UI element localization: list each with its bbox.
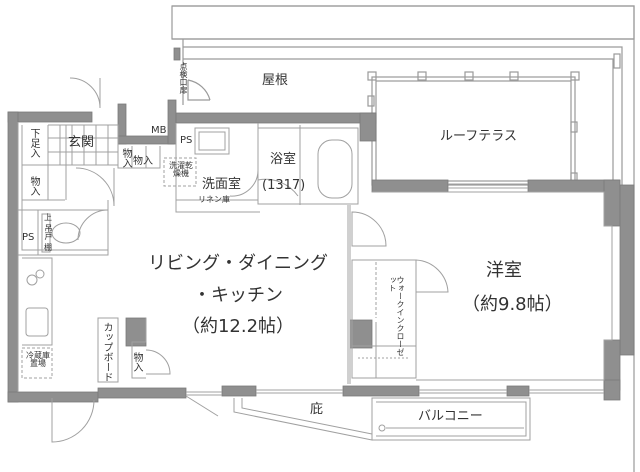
walk-in-closet-label: ウォークインクローゼット	[388, 276, 405, 356]
mb-label: MB	[151, 125, 167, 136]
ldk-size: （約12.2帖）	[181, 316, 295, 337]
washroom-name: 洗面室	[202, 177, 242, 192]
ps-label-left: PS	[22, 232, 35, 243]
door-swing-inspection	[187, 79, 211, 101]
western-room-name: 洋室	[486, 260, 522, 281]
washer-dryer-label: 洗濯乾燥機	[169, 161, 193, 178]
eaves-name: 庇	[310, 402, 324, 417]
fridge-space	[21, 347, 53, 379]
storage-ldk-label: 物入	[131, 352, 142, 372]
toilet-shelf-mid-label: 吊戸	[44, 224, 53, 240]
bathtub-icon	[317, 139, 353, 199]
balcony-outline	[371, 397, 531, 441]
cupboard-label: カップボード	[101, 322, 112, 382]
wall	[7, 111, 93, 123]
door-swing-entrance	[69, 77, 101, 109]
roof-name: 屋根	[262, 73, 289, 88]
toilet-icon	[51, 222, 81, 244]
entrance-name: 玄関	[68, 135, 95, 150]
storage-entrance-label: 物入	[28, 176, 39, 196]
ps-label-top: PS	[180, 135, 193, 146]
bath-name: 浴室	[270, 152, 297, 167]
inspection-door-label: 点検口扉	[179, 62, 188, 94]
toilet-shelf-top-label: 上	[44, 213, 52, 222]
washer-space	[163, 157, 197, 187]
bath-size: (1317)	[262, 178, 306, 193]
roof-terrace-name: ルーフテラス	[440, 129, 517, 144]
western-room-size: （約9.8帖）	[462, 294, 563, 315]
storage-hall2-label: 物入	[133, 156, 153, 167]
shoe-storage-label: 下足入	[28, 128, 39, 158]
ldk-name-line2: ・キッチン	[193, 285, 283, 306]
toilet-shelf-bottom-label: 棚	[44, 243, 52, 252]
linen-label: リネン庫	[198, 195, 230, 204]
roof-outer	[171, 5, 635, 40]
fridge-label: 冷蔵庫置場	[26, 351, 50, 368]
storage-hall1-label: 物入	[120, 148, 131, 168]
balcony-name: バルコニー	[418, 409, 483, 424]
ldk-name-line1: リビング・ダイニング	[148, 253, 328, 274]
